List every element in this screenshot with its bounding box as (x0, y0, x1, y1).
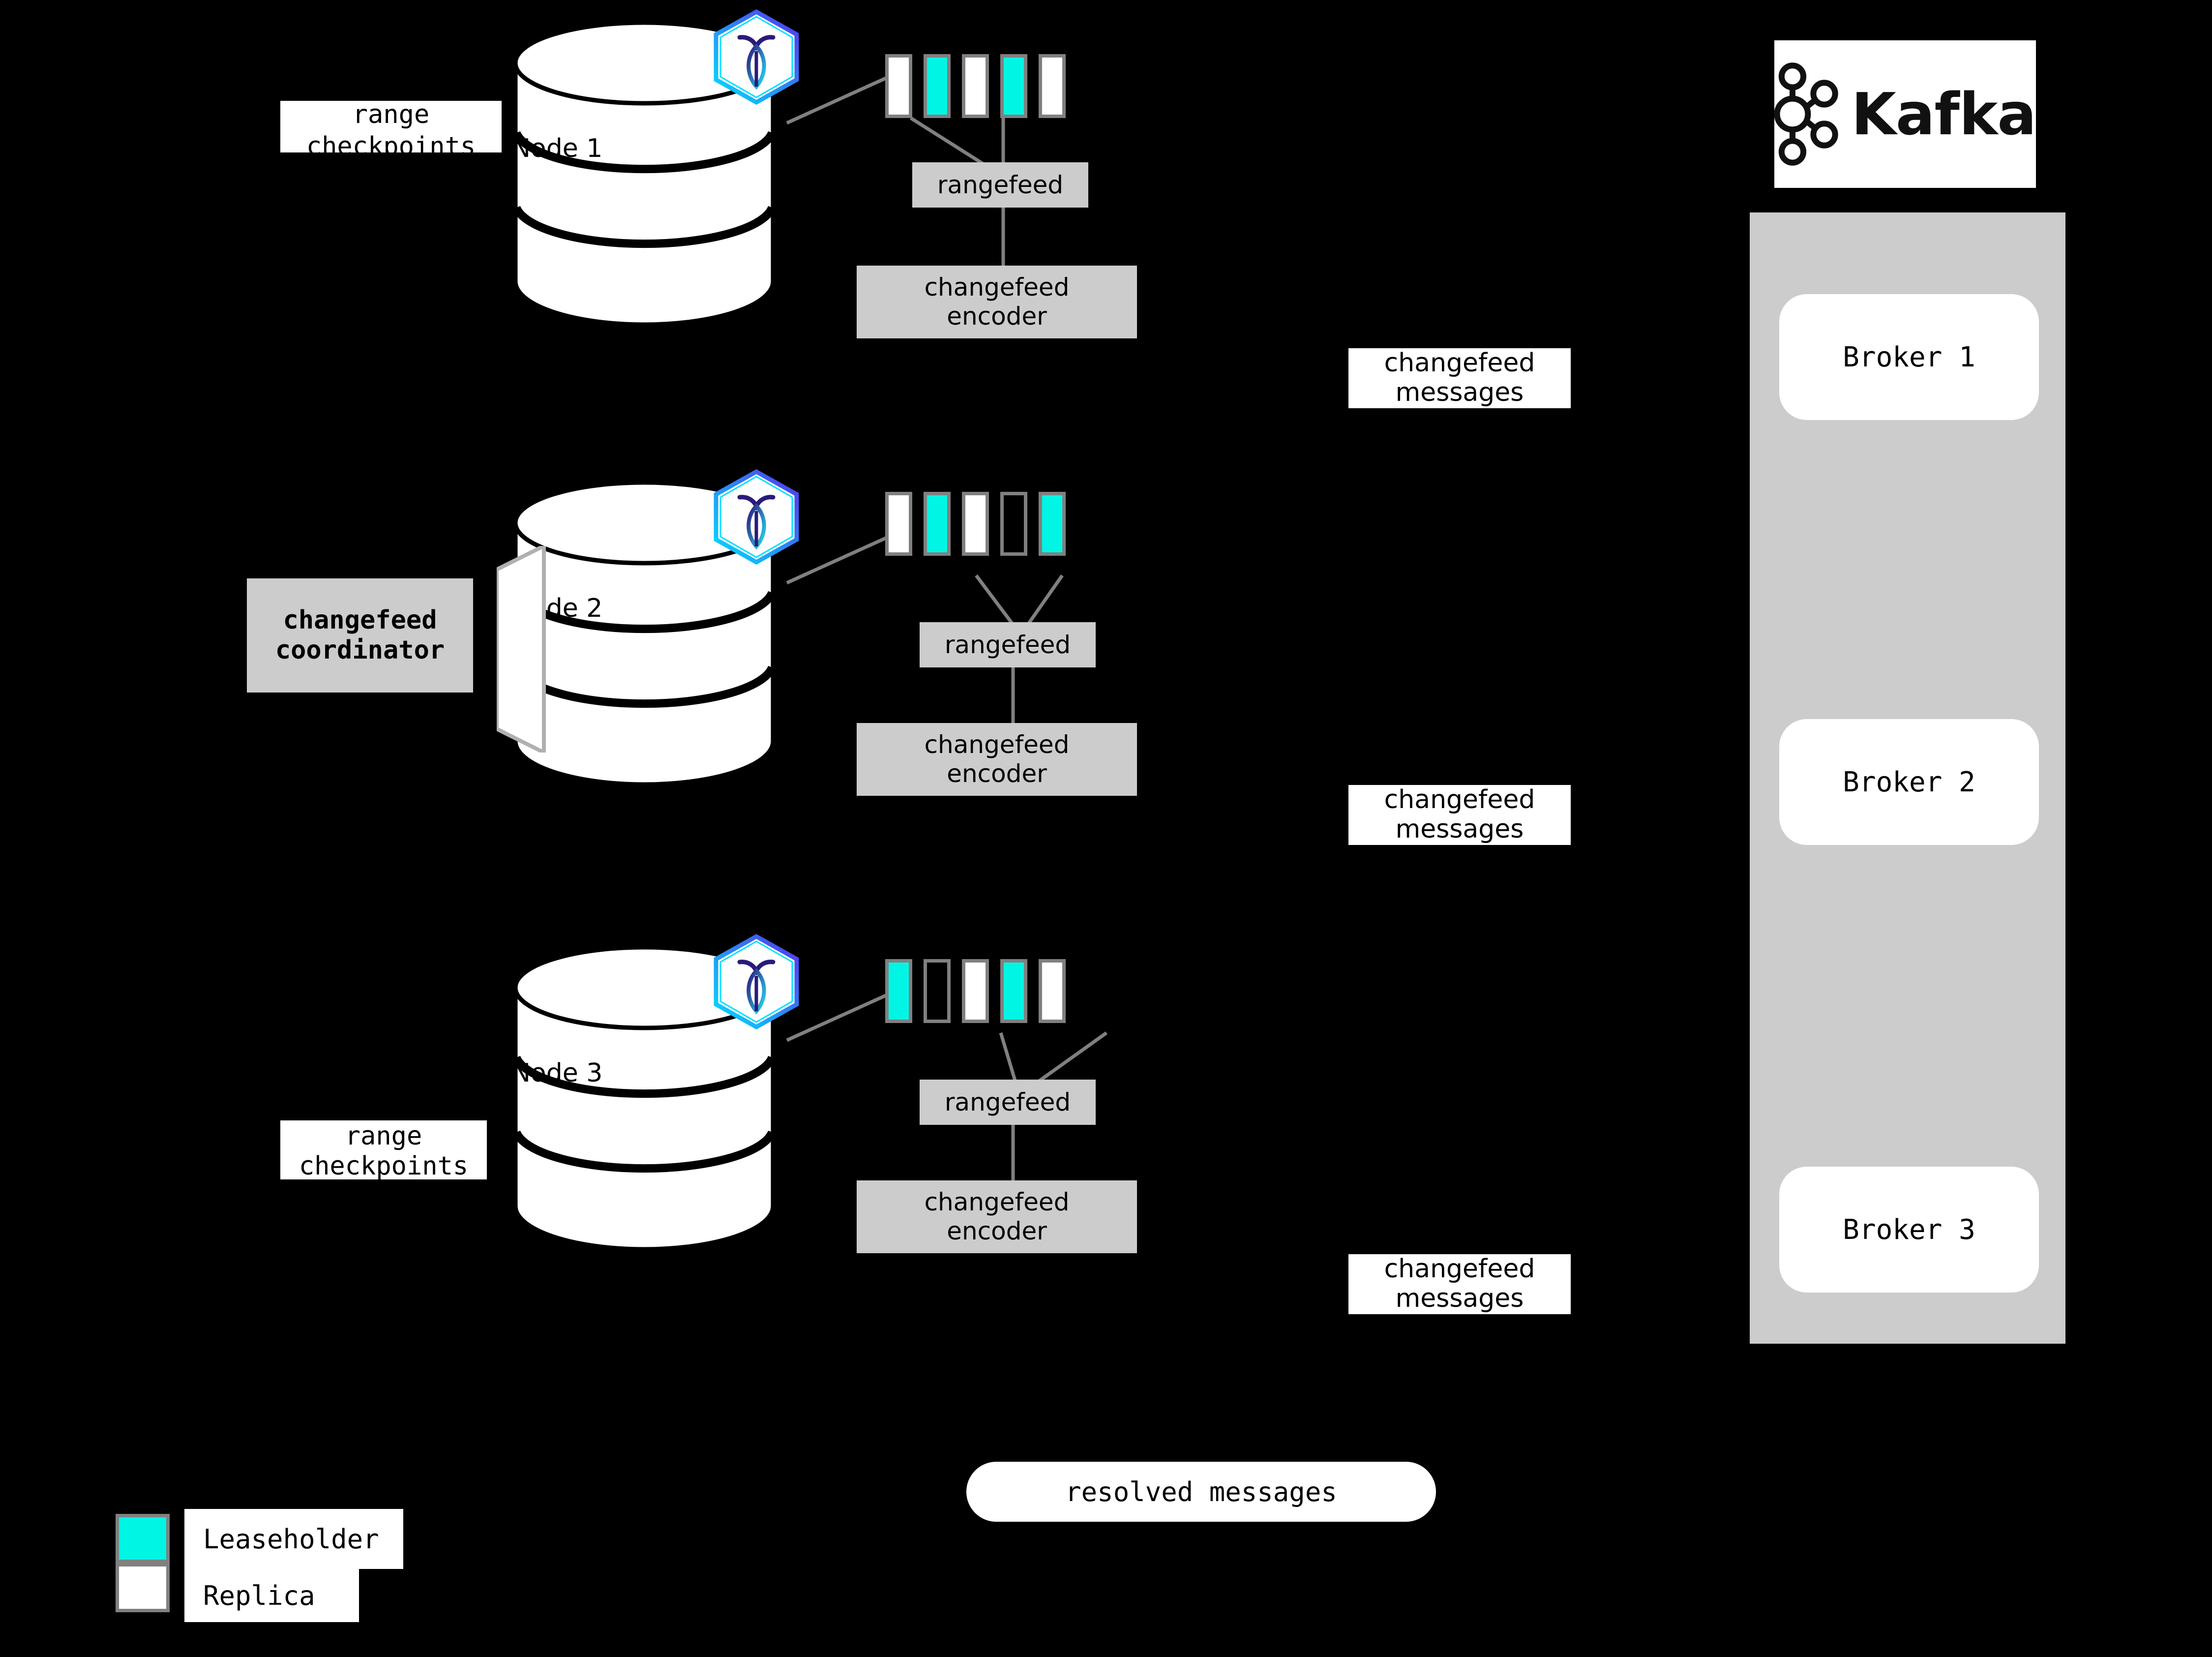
range-cell[interactable] (924, 959, 951, 1023)
range-cell[interactable] (1000, 54, 1027, 118)
messages-line-1: changefeed (1384, 1254, 1535, 1284)
encoder-line-2: encoder (947, 759, 1047, 788)
messages-line-1: changefeed (1384, 785, 1535, 815)
cockroachdb-hex-icon (714, 934, 799, 1030)
kafka-wordmark: Kafka (1851, 80, 2036, 148)
range-cell[interactable] (924, 54, 951, 118)
changefeed-messages-label-3: changefeed messages (1348, 1254, 1571, 1314)
range-cell[interactable] (1039, 54, 1066, 118)
node-1-encoder-box[interactable]: changefeed encoder (857, 266, 1137, 338)
range-cell[interactable] (962, 54, 989, 118)
encoder-line-1: changefeed (924, 730, 1070, 759)
range-cell[interactable] (1000, 492, 1027, 556)
kafka-logo-box: Kafka (1774, 40, 2036, 188)
legend-label-leaseholder: Leaseholder (184, 1509, 403, 1569)
coordinator-line-1: changefeed (283, 605, 437, 635)
range-cell[interactable] (1000, 959, 1027, 1023)
range-checkpoints-line-1: range (345, 1121, 422, 1151)
encoder-line-1: changefeed (924, 273, 1070, 301)
range-cell[interactable] (885, 492, 912, 556)
node-1-label: Node 1 (511, 134, 603, 163)
node-2-ranges (885, 492, 1131, 556)
changefeed-coordinator-box[interactable]: changefeed coordinator (247, 578, 473, 693)
coordinator-line-2: coordinator (275, 635, 445, 665)
range-cell[interactable] (1039, 492, 1066, 556)
messages-line-2: messages (1395, 1284, 1524, 1313)
cockroachdb-hex-icon (714, 469, 799, 565)
range-checkpoints-line-1: range (352, 100, 430, 129)
kafka-inbound-arrow (2064, 313, 2096, 336)
node-3-ranges (885, 959, 1131, 1023)
range-cell[interactable] (1039, 959, 1066, 1023)
node-1-ranges (885, 54, 1131, 118)
node-1-range-checkpoints-label: range checkpoints (280, 100, 502, 161)
node-3-range-checkpoints-label: range checkpoints (280, 1120, 487, 1181)
legend-swatch-leaseholder (116, 1514, 170, 1563)
range-cell[interactable] (962, 959, 989, 1023)
range-cell[interactable] (885, 959, 912, 1023)
range-checkpoints-line-2: checkpoints (299, 1151, 469, 1181)
node-1-cylinder (512, 20, 776, 325)
node-3-label: Node 3 (511, 1058, 603, 1088)
node-1-rangefeed-box[interactable]: rangefeed (912, 162, 1088, 208)
node-2-rangefeed-box[interactable]: rangefeed (920, 622, 1096, 667)
broker-1-box[interactable]: Broker 1 (1779, 294, 2039, 420)
broker-2-box[interactable]: Broker 2 (1779, 719, 2039, 845)
node-3-cylinder (512, 945, 776, 1249)
kafka-logo-icon (1774, 62, 1838, 166)
node-3-encoder-box[interactable]: changefeed encoder (857, 1180, 1137, 1253)
cockroachdb-hex-icon (714, 9, 799, 105)
changefeed-messages-label-2: changefeed messages (1348, 785, 1571, 845)
broker-3-box[interactable]: Broker 3 (1779, 1167, 2039, 1293)
messages-line-2: messages (1395, 814, 1524, 844)
encoder-line-1: changefeed (924, 1188, 1070, 1216)
node-3-rangefeed-box[interactable]: rangefeed (920, 1080, 1096, 1125)
range-cell[interactable] (962, 492, 989, 556)
messages-line-1: changefeed (1384, 348, 1535, 378)
changefeed-messages-label-1: changefeed messages (1348, 348, 1571, 408)
coordinator-wedge (497, 546, 546, 753)
range-cell[interactable] (924, 492, 951, 556)
node-2-cylinder (512, 480, 776, 784)
encoder-line-2: encoder (947, 302, 1047, 331)
encoder-line-2: encoder (947, 1217, 1047, 1245)
messages-line-2: messages (1395, 378, 1524, 407)
resolved-messages-pill[interactable]: resolved messages (966, 1462, 1436, 1522)
range-checkpoints-line-2: checkpoints (306, 132, 476, 161)
range-cell[interactable] (885, 54, 912, 118)
node-2-encoder-box[interactable]: changefeed encoder (857, 723, 1137, 796)
legend-swatch-replica (116, 1563, 170, 1612)
legend-label-replica: Replica (184, 1569, 359, 1622)
